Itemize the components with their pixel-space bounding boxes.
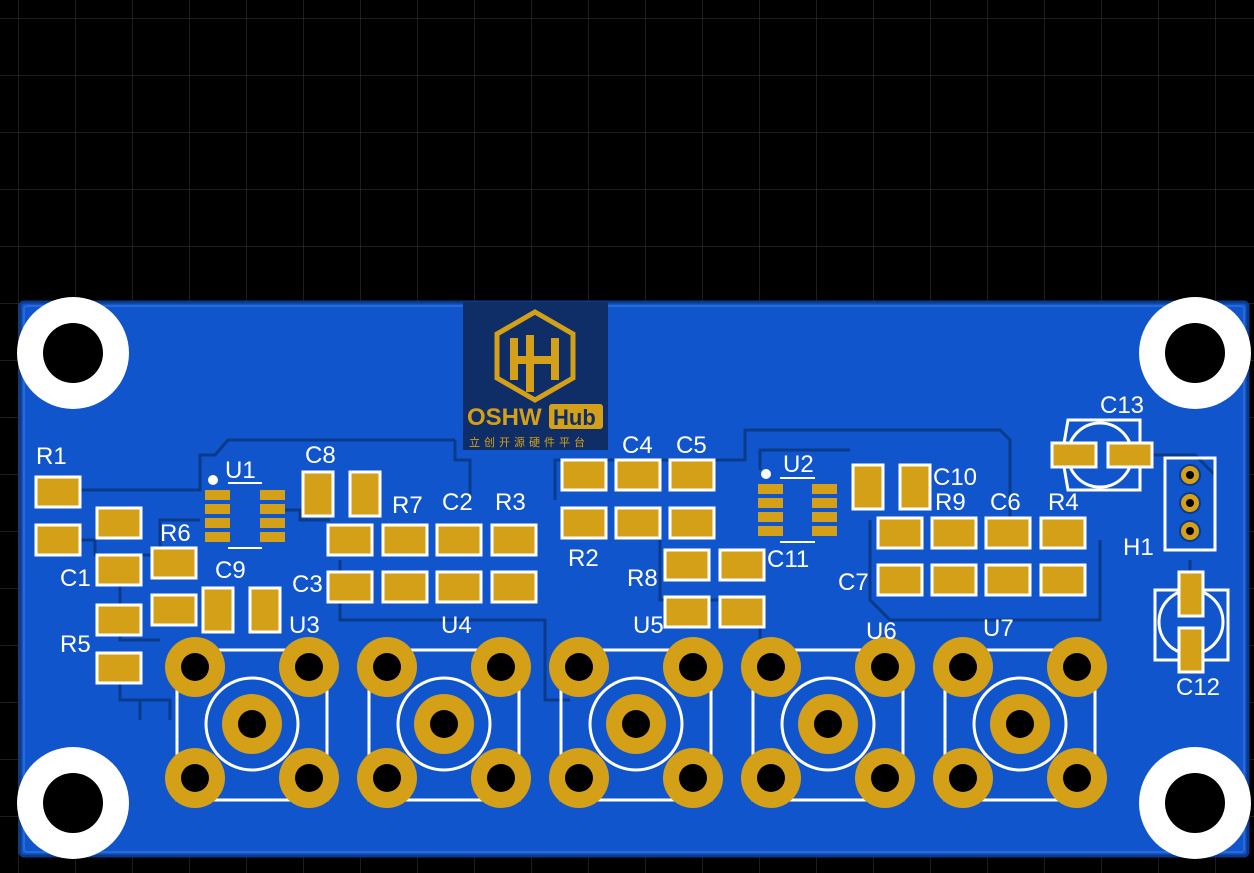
- component-c11[interactable]: C11: [718, 546, 809, 629]
- switch-u5[interactable]: [549, 637, 723, 808]
- u4-label: U4: [441, 612, 472, 639]
- mounting-hole-bottom-right: [1139, 747, 1251, 859]
- u5-label: U5: [633, 612, 664, 639]
- r8-label: R8: [627, 565, 658, 592]
- component-c3[interactable]: C3: [292, 523, 374, 604]
- component-r8[interactable]: R8: [627, 548, 711, 629]
- component-c13[interactable]: C13: [1050, 392, 1154, 492]
- component-r1[interactable]: R1: [34, 443, 82, 557]
- u1-label: U1: [225, 457, 256, 484]
- r1-label: R1: [36, 443, 67, 470]
- component-r9[interactable]: R9: [930, 489, 978, 597]
- c12-label: C12: [1176, 674, 1220, 701]
- component-h1[interactable]: H1: [1123, 456, 1217, 561]
- component-c6[interactable]: C6: [984, 489, 1032, 597]
- mounting-hole-top-right: [1139, 297, 1251, 409]
- c5-label: C5: [676, 432, 707, 459]
- switch-u3[interactable]: [165, 637, 339, 808]
- component-c1[interactable]: C1: [60, 506, 143, 592]
- u7-label: U7: [983, 615, 1014, 642]
- r9-label: R9: [935, 489, 966, 516]
- component-r2[interactable]: R2: [560, 458, 608, 572]
- r7-label: R7: [392, 492, 423, 519]
- switch-u6[interactable]: [741, 637, 915, 808]
- component-c12[interactable]: C12: [1153, 570, 1230, 701]
- mounting-hole-top-left: [17, 297, 129, 409]
- component-c9[interactable]: C9: [201, 557, 282, 634]
- component-c4[interactable]: C4: [614, 432, 662, 540]
- switch-u7[interactable]: [933, 637, 1107, 808]
- switch-row: [165, 637, 1107, 808]
- component-c10[interactable]: C10: [851, 463, 977, 511]
- c7-label: C7: [838, 569, 869, 596]
- component-r7[interactable]: R7: [381, 492, 429, 604]
- component-c8[interactable]: C8: [301, 442, 382, 518]
- logo-badge: Hub: [553, 405, 596, 430]
- r2-label: R2: [568, 545, 599, 572]
- oshwhub-logo: OSHW Hub 立创开源硬件平台: [463, 302, 608, 450]
- logo-subtitle: 立创开源硬件平台: [469, 435, 589, 449]
- component-c5[interactable]: C5: [668, 432, 716, 540]
- u6-label: U6: [866, 618, 897, 645]
- c9-label: C9: [215, 557, 246, 584]
- component-u1[interactable]: U1: [205, 457, 285, 549]
- component-r5[interactable]: R5: [60, 603, 143, 685]
- c8-label: C8: [305, 442, 336, 469]
- component-r4[interactable]: R4: [1039, 489, 1087, 597]
- r4-label: R4: [1048, 489, 1079, 516]
- r3-label: R3: [495, 489, 526, 516]
- c13-label: C13: [1100, 392, 1144, 419]
- component-r3[interactable]: R3: [490, 489, 538, 604]
- component-u2[interactable]: U2: [758, 451, 837, 543]
- component-c7[interactable]: C7: [838, 516, 924, 597]
- mounting-hole-bottom-left: [17, 747, 129, 859]
- c11-label: C11: [767, 546, 809, 573]
- c3-label: C3: [292, 571, 323, 598]
- u2-label: U2: [783, 451, 814, 478]
- c2-label: C2: [442, 489, 473, 516]
- r6-label: R6: [160, 520, 191, 547]
- component-c2[interactable]: C2: [435, 489, 483, 604]
- hexagon-logo-icon: [494, 309, 576, 403]
- c1-label: C1: [60, 565, 91, 592]
- c10-label: C10: [933, 464, 977, 491]
- c6-label: C6: [990, 489, 1021, 516]
- logo-text: OSHW: [467, 404, 542, 431]
- switch-u4[interactable]: [357, 637, 531, 808]
- r5-label: R5: [60, 631, 91, 658]
- h1-label: H1: [1123, 534, 1154, 561]
- c4-label: C4: [622, 432, 653, 459]
- component-r6[interactable]: R6: [150, 520, 198, 627]
- u3-label: U3: [289, 612, 320, 639]
